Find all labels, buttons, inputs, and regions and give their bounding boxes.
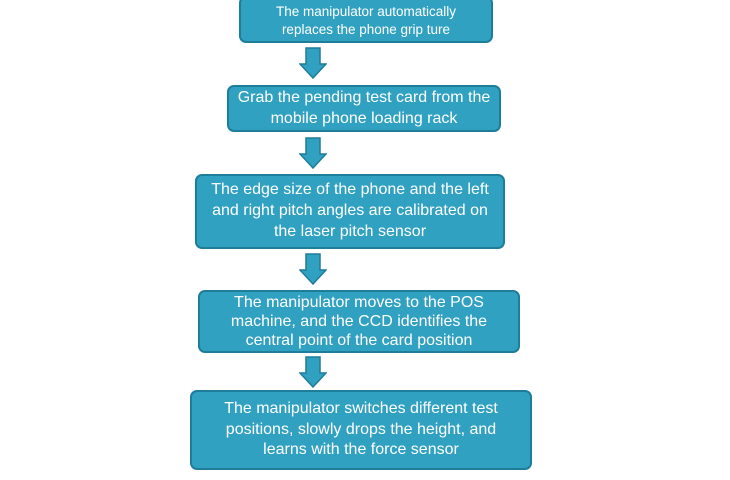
step-5-text: The manipulator switches different test … (224, 399, 498, 459)
step-2-box: Grab the pending test card from the mobi… (227, 85, 501, 132)
down-arrow-icon (299, 356, 327, 388)
step-4-text: The manipulator moves to the POS machine… (230, 293, 488, 350)
step-1-box: The manipulator automatically replaces t… (239, 0, 493, 43)
step-2-text: Grab the pending test card from the mobi… (237, 88, 491, 127)
step-3-box: The edge size of the phone and the left … (195, 174, 505, 249)
step-3-text: The edge size of the phone and the left … (211, 181, 489, 240)
step-4-box: The manipulator moves to the POS machine… (198, 290, 520, 353)
down-arrow-icon (299, 47, 327, 79)
down-arrow-icon (299, 253, 327, 285)
step-1-text: The manipulator automatically replaces t… (275, 4, 457, 37)
down-arrow-icon (299, 137, 327, 169)
step-5-box: The manipulator switches different test … (190, 390, 532, 470)
